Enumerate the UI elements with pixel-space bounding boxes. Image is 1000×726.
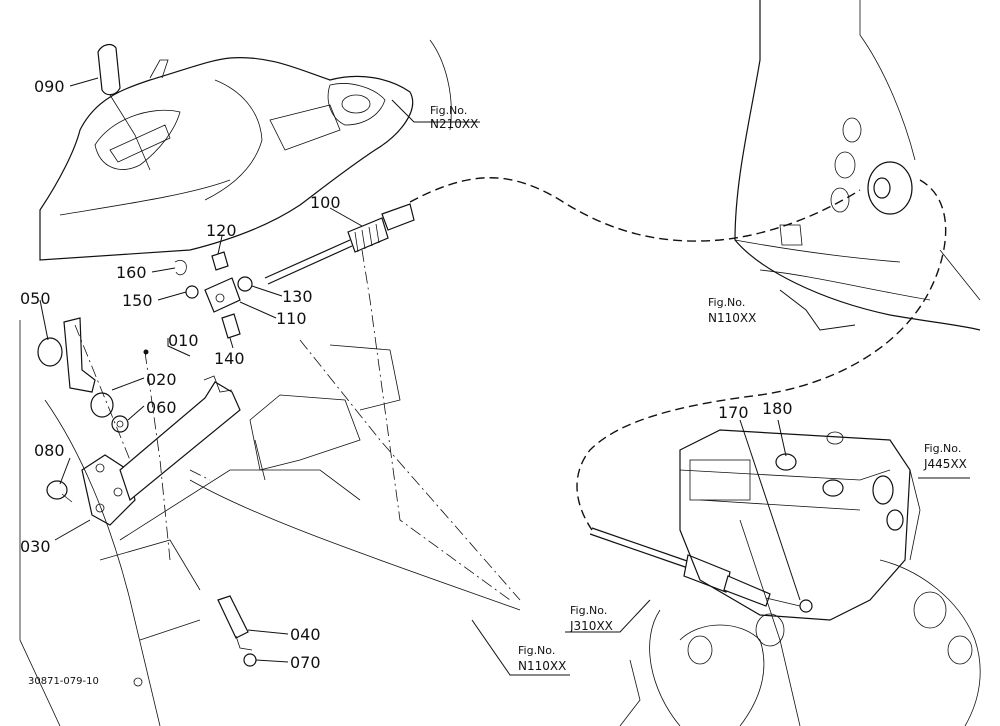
part-label-080: 080 xyxy=(34,441,65,460)
fig-ref-n210-label: Fig.No. xyxy=(430,104,467,117)
fig-ref-n110-right-label: Fig.No. xyxy=(708,296,745,309)
part-label-100: 100 xyxy=(310,193,341,212)
part-label-090: 090 xyxy=(34,77,65,96)
fender-console-outline xyxy=(39,39,452,261)
frame-outline xyxy=(19,320,521,726)
rod-040-070 xyxy=(217,595,257,667)
part-label-150: 150 xyxy=(122,291,153,310)
fig-ref-j310-number: J310XX xyxy=(569,619,613,633)
cable-end-assembly xyxy=(264,203,415,285)
lever-and-bushings xyxy=(37,317,149,433)
part-label-010: 010 xyxy=(168,331,199,350)
part-label-020: 020 xyxy=(146,370,177,389)
bolt-080 xyxy=(46,480,73,503)
clevis-assembly xyxy=(174,251,253,339)
fig-ref-n110-right-number: N110XX xyxy=(708,311,756,325)
part-label-130: 130 xyxy=(282,287,313,306)
drawing-mark xyxy=(133,677,143,687)
part-label-040: 040 xyxy=(290,625,321,644)
part-label-060: 060 xyxy=(146,398,177,417)
part-label-180: 180 xyxy=(762,399,793,418)
part-label-070: 070 xyxy=(290,653,321,672)
part-label-170: 170 xyxy=(718,403,749,422)
control-valve-assembly xyxy=(619,429,981,726)
part-label-140: 140 xyxy=(214,349,245,368)
figure-references: Fig.No. N210XX Fig.No. N110XX Fig.No. J4… xyxy=(430,104,967,673)
fig-ref-n110-bottom-number: N110XX xyxy=(518,659,566,673)
part-callouts: 090 100 120 160 150 130 110 050 010 020 … xyxy=(20,77,793,672)
leader-lines xyxy=(39,77,970,676)
cable-end-valve xyxy=(589,527,813,613)
part-label-030: 030 xyxy=(20,537,51,556)
fig-ref-n110-bottom-label: Fig.No. xyxy=(518,644,555,657)
fig-ref-n210-number: N210XX xyxy=(430,117,478,131)
gear-lever-knob xyxy=(97,43,151,171)
part-label-160: 160 xyxy=(116,263,147,282)
part-label-120: 120 xyxy=(206,221,237,240)
fig-ref-j445-number: J445XX xyxy=(923,457,967,471)
fig-ref-j310-label: Fig.No. xyxy=(570,604,607,617)
bracket-030 xyxy=(81,375,241,526)
cable-run xyxy=(409,177,947,531)
tractor-body-outline xyxy=(734,0,981,331)
reference-lines xyxy=(74,249,521,601)
part-label-110: 110 xyxy=(276,309,307,328)
drawing-code: 30871-079-10 xyxy=(28,676,99,687)
fig-ref-j445-label: Fig.No. xyxy=(924,442,961,455)
part-label-050: 050 xyxy=(20,289,51,308)
